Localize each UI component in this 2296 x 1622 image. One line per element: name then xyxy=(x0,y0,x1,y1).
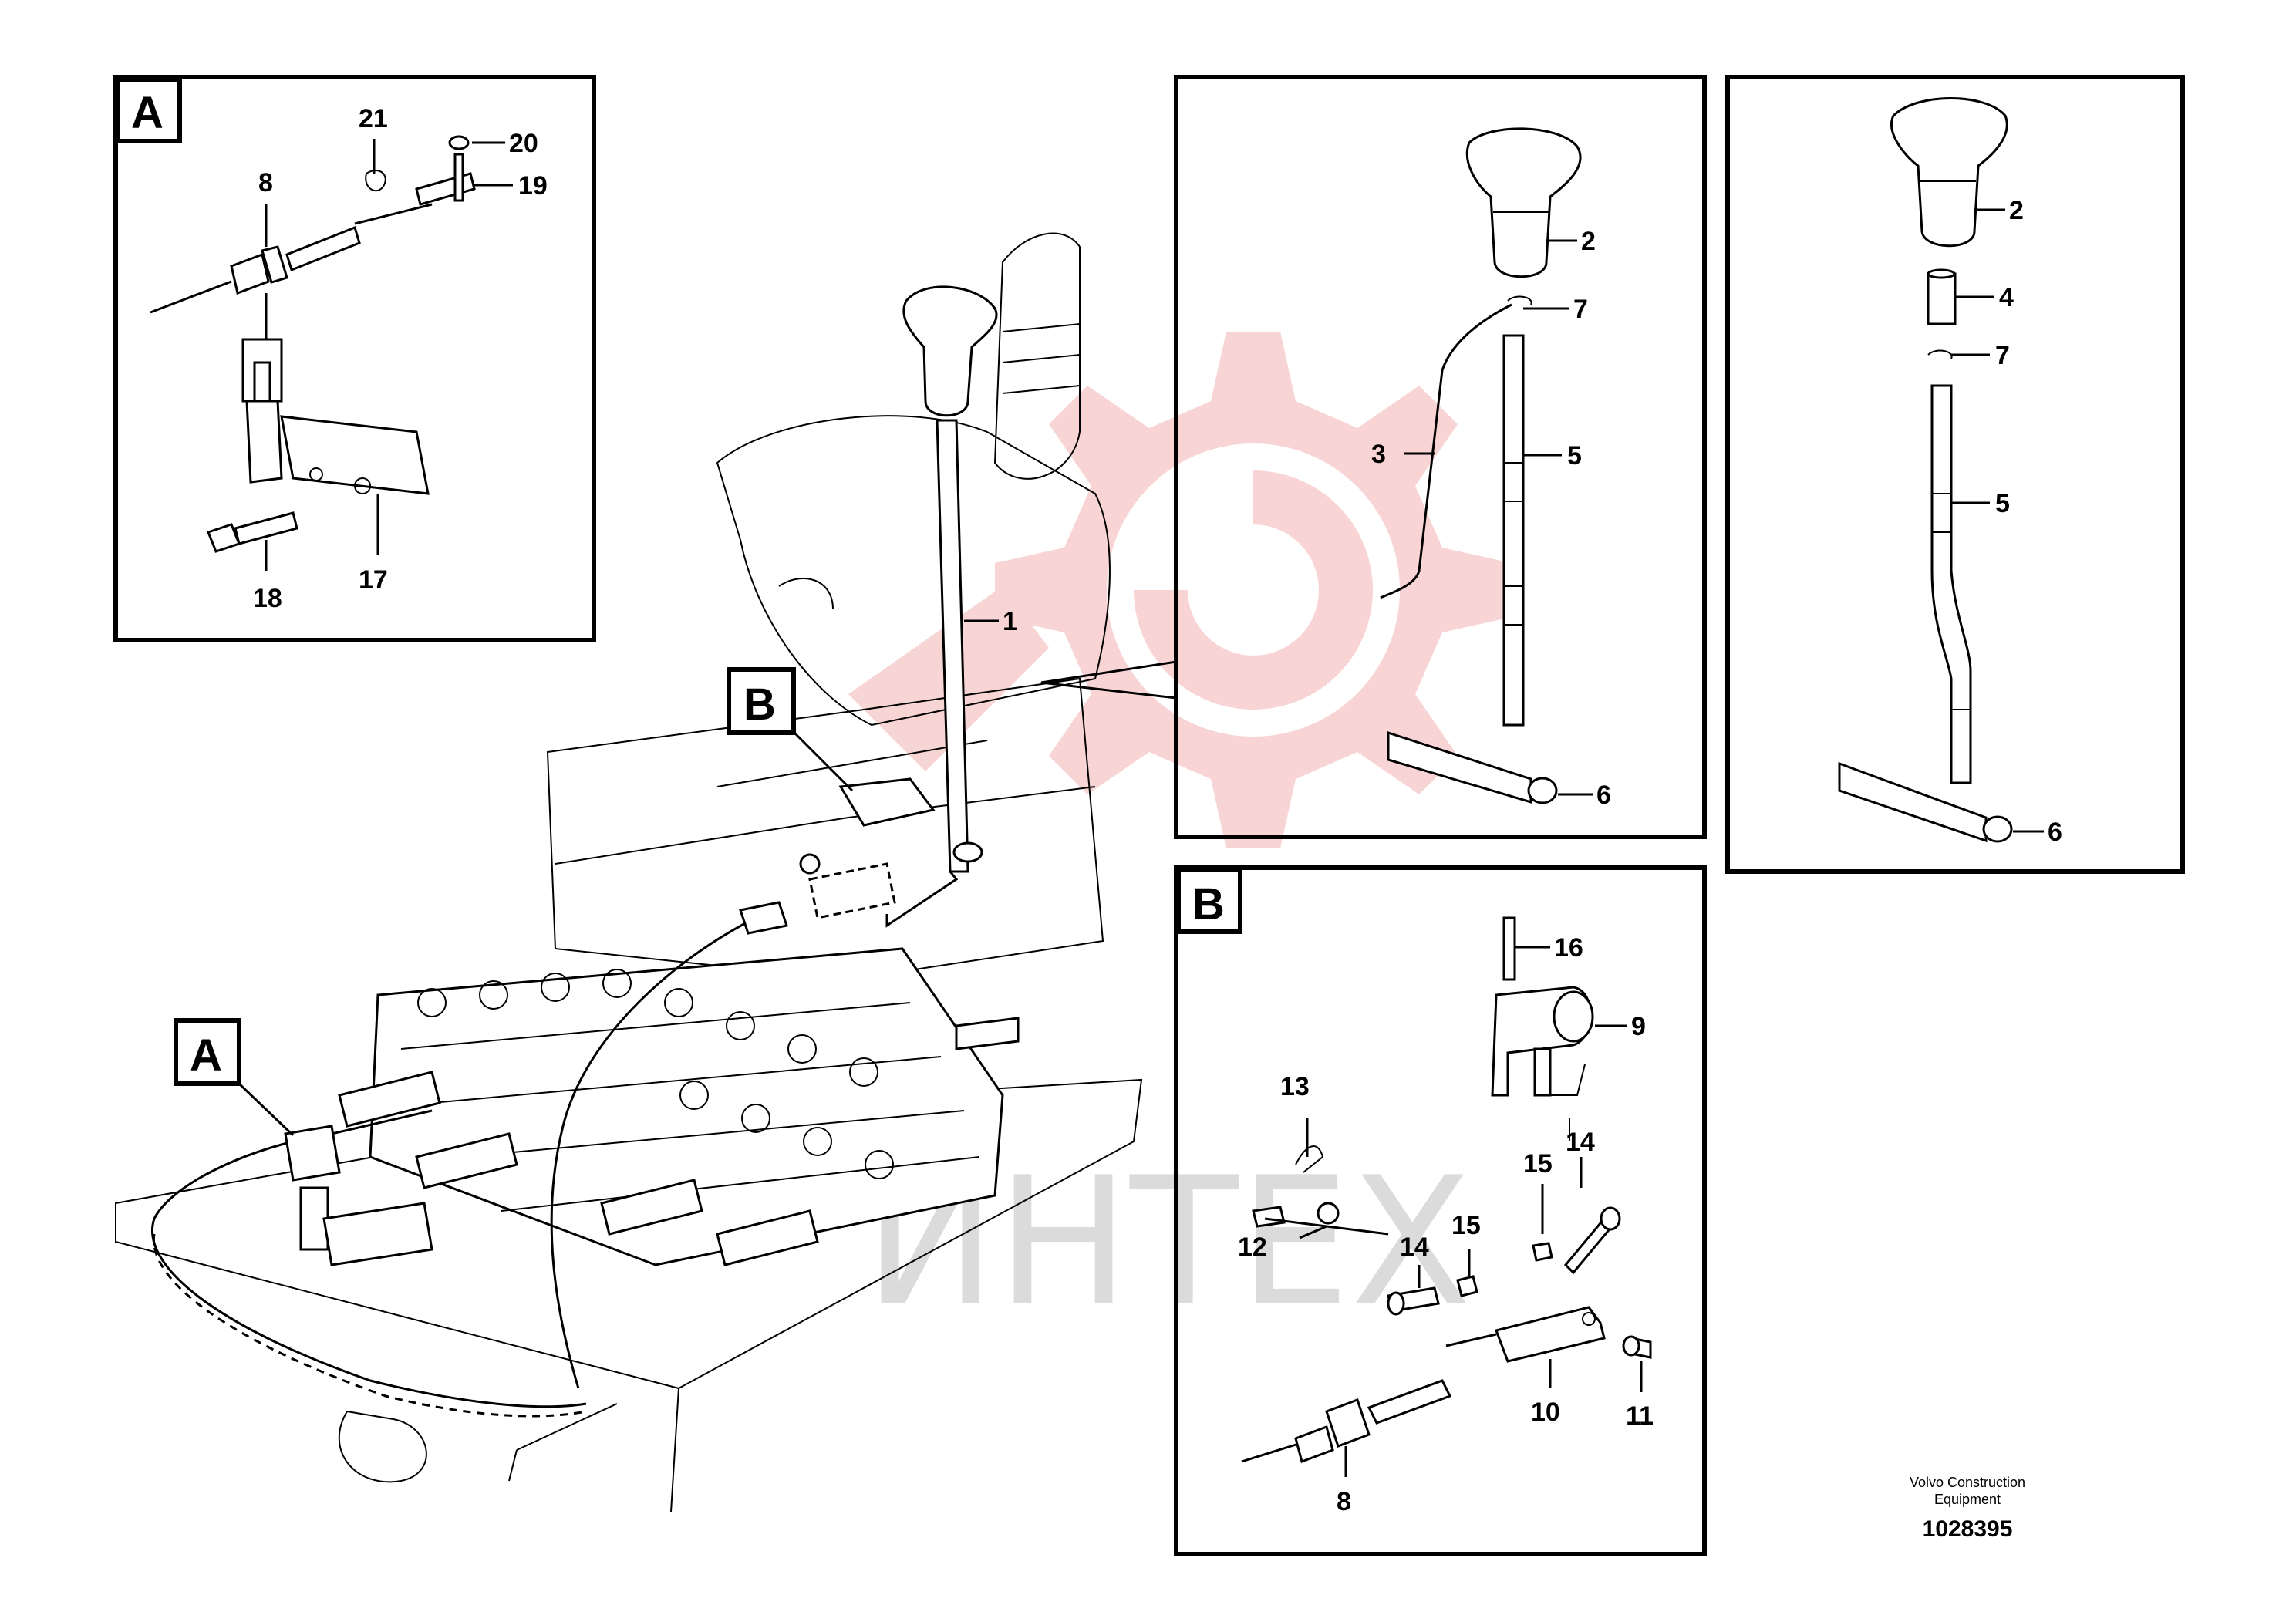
detail-b-callout-8: 8 xyxy=(1337,1487,1351,1516)
detail-a-callout-20: 20 xyxy=(509,129,538,158)
detail-b-callout-14a: 14 xyxy=(1566,1128,1595,1157)
bracket-a-main xyxy=(284,1109,433,1266)
detail-a-callout-17: 17 xyxy=(359,565,388,595)
tag-b-main-letter: B xyxy=(743,679,776,730)
brand-line-2: Equipment xyxy=(1934,1492,2001,1507)
tag-b-main: B xyxy=(727,667,854,792)
detail-box-a: A 21 20 19 8 18 17 xyxy=(113,75,596,642)
document-number: 1028395 xyxy=(1923,1516,2013,1542)
lever2-callout-4: 4 xyxy=(1999,283,2014,312)
callout-1: 1 xyxy=(1003,607,1017,636)
lever1-callout-2: 2 xyxy=(1581,227,1596,256)
detail-b-callout-10: 10 xyxy=(1531,1398,1560,1427)
detail-b-callout-13: 13 xyxy=(1280,1072,1310,1101)
push-pull-cable-a xyxy=(151,1140,587,1408)
detail-b-callout-16: 16 xyxy=(1554,933,1583,963)
detail-b-callout-14b: 14 xyxy=(1400,1233,1429,1262)
lever2-callout-2: 2 xyxy=(2009,196,2024,225)
detail-a-callout-18: 18 xyxy=(253,584,282,613)
travel-lever-main xyxy=(885,285,998,928)
tag-a-main-letter: A xyxy=(190,1030,222,1081)
lever2-callout-6: 6 xyxy=(2048,818,2062,847)
lever1-callout-3: 3 xyxy=(1371,440,1386,469)
push-pull-cable-main xyxy=(550,916,757,1389)
lever1-callout-6: 6 xyxy=(1596,781,1611,810)
detail-box-b: B 16 9 xyxy=(1174,865,1707,1556)
lever2-callout-5: 5 xyxy=(1995,489,2010,518)
detail-a-callout-21: 21 xyxy=(359,104,388,133)
lever2-callout-7: 7 xyxy=(1995,341,2010,370)
detail-b-callout-12: 12 xyxy=(1238,1233,1267,1262)
detail-b-letter: B xyxy=(1192,879,1225,929)
detail-a-callout-19: 19 xyxy=(518,171,548,201)
bracket-b-main xyxy=(799,777,936,919)
detail-a-letter: A xyxy=(131,88,164,138)
detail-box-lever-2: 2 4 7 5 6 xyxy=(1725,75,2185,874)
lever1-callout-7: 7 xyxy=(1573,295,1588,324)
footer: Volvo Construction Equipment 1028395 xyxy=(1910,1475,2025,1542)
main-assembly-drawing: 1 xyxy=(115,232,1178,1512)
detail-b-callout-15a: 15 xyxy=(1523,1149,1553,1179)
detail-b-callout-9: 9 xyxy=(1631,1012,1646,1041)
detail-b-callout-15b: 15 xyxy=(1451,1211,1481,1240)
lever1-callout-5: 5 xyxy=(1567,441,1582,470)
detail-b-callout-11: 11 xyxy=(1626,1401,1654,1431)
detail-a-callout-8: 8 xyxy=(258,168,273,197)
brand-line-1: Volvo Construction xyxy=(1910,1475,2025,1490)
detail-box-lever-1: 2 7 3 5 6 xyxy=(1174,75,1707,839)
tag-a-main: A xyxy=(174,1018,295,1137)
control-valve-block xyxy=(338,947,1004,1266)
